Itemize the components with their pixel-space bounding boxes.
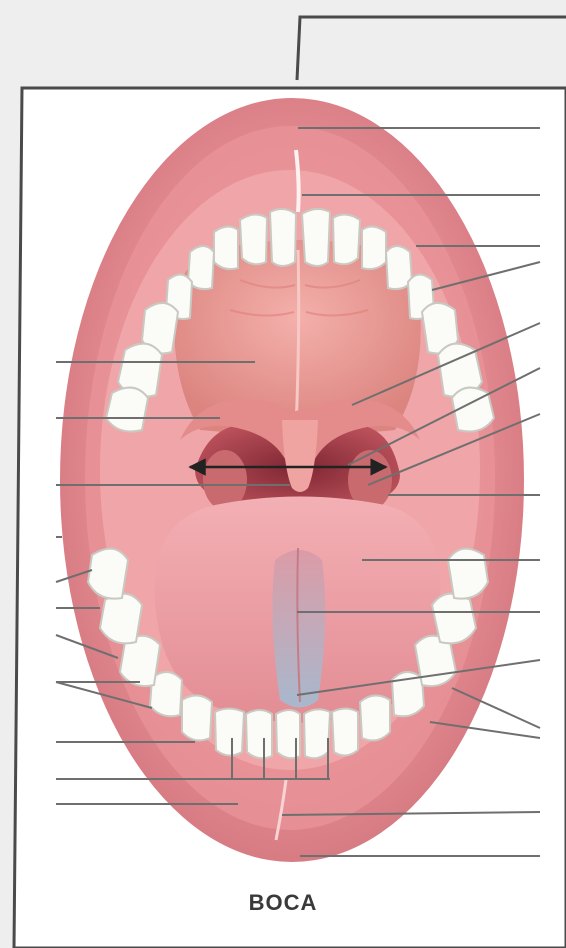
- diagram-caption: BOCA: [0, 890, 566, 916]
- back-card-frame: [297, 17, 566, 80]
